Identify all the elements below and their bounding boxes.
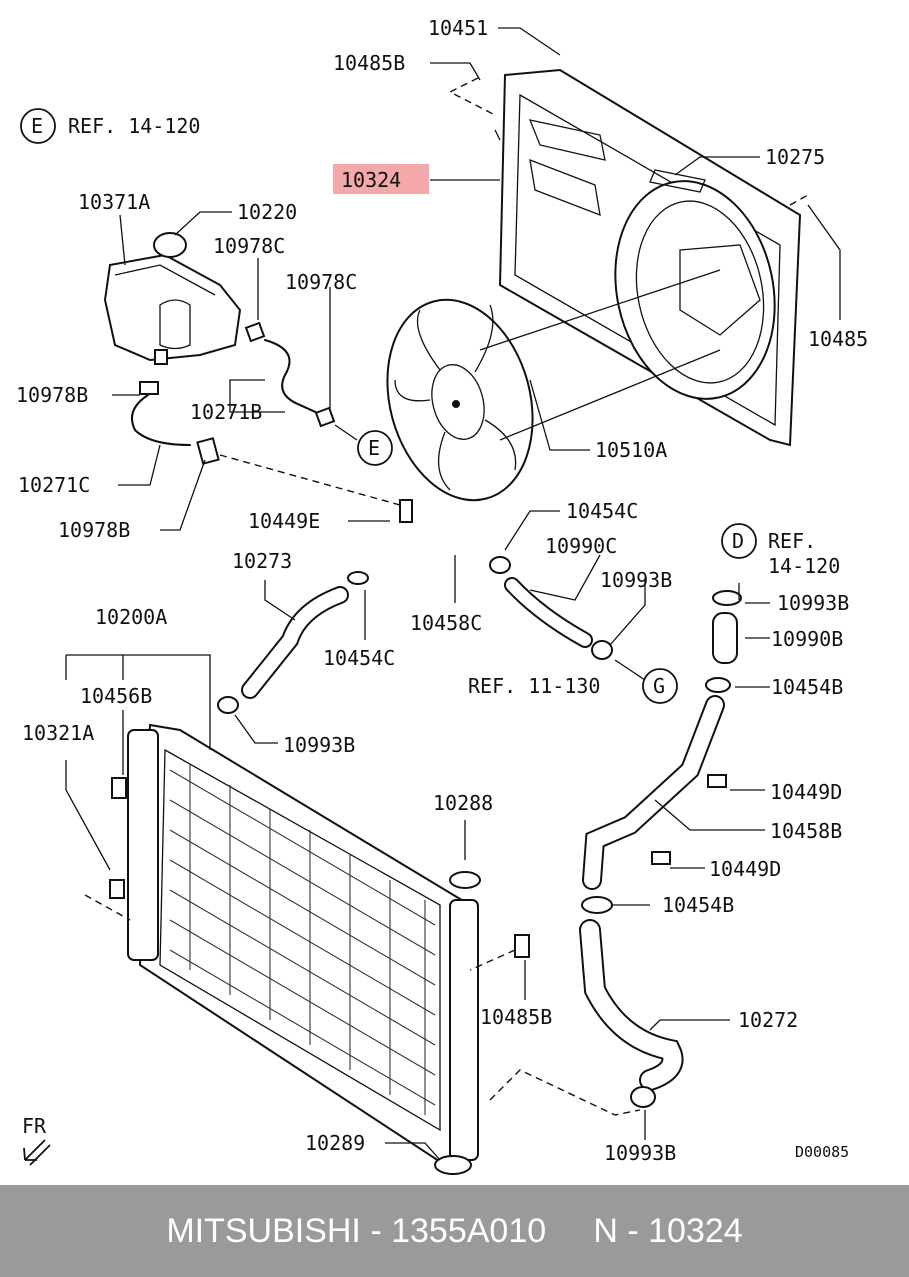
fan-drawing — [386, 269, 721, 502]
part-label[interactable]: 10275 — [765, 145, 825, 169]
ref-circle-e-letter: E — [31, 114, 43, 138]
ref-circle-e-callout-letter: E — [368, 436, 380, 460]
ref-circle-d-letter: D — [732, 529, 744, 553]
part-label[interactable]: 10272 — [738, 1008, 798, 1032]
part-label[interactable]: 10485 — [808, 327, 868, 351]
part-label[interactable]: 10449E — [248, 509, 320, 533]
part-label[interactable]: 10454B — [662, 893, 734, 917]
ref-e-text[interactable]: REF. 14-120 — [68, 114, 200, 138]
part-label[interactable]: 10271B — [190, 400, 262, 424]
hoses-middle — [217, 499, 613, 714]
part-label[interactable]: 10220 — [237, 200, 297, 224]
radiator-drawing — [109, 723, 530, 1175]
ref-circle-g-letter: G — [653, 674, 665, 698]
leader-lines — [65, 27, 841, 1161]
ref-g-text[interactable]: REF. 11-130 — [468, 674, 600, 698]
part-label[interactable]: 10200A — [95, 605, 167, 629]
part-label[interactable]: 10454B — [771, 675, 843, 699]
ref-circle-e-callout[interactable]: E — [357, 430, 393, 466]
part-label[interactable]: 10449D — [709, 857, 781, 881]
ref-circle-d[interactable]: D — [721, 523, 757, 559]
front-arrow-icon — [23, 1139, 51, 1166]
ref-circle-e[interactable]: E — [20, 108, 56, 144]
drawing-code: D00085 — [795, 1143, 849, 1161]
part-label[interactable]: 10456B — [80, 684, 152, 708]
part-label[interactable]: 10990C — [545, 534, 617, 558]
part-label-highlighted[interactable]: 10324 — [341, 168, 401, 192]
part-label[interactable]: 10510A — [595, 438, 667, 462]
part-label[interactable]: 10993B — [600, 568, 672, 592]
part-label[interactable]: 10454C — [566, 499, 638, 523]
part-label[interactable]: 10978C — [285, 270, 357, 294]
part-label[interactable]: 10458C — [410, 611, 482, 635]
part-label[interactable]: 10321A — [22, 721, 94, 745]
part-label[interactable]: 10458B — [770, 819, 842, 843]
parts-diagram: FR — [16, 16, 868, 1175]
part-label[interactable]: 10454C — [323, 646, 395, 670]
part-label[interactable]: 10289 — [305, 1131, 365, 1155]
footer-bar: MITSUBISHI - 1355A010 N - 10324 — [0, 1185, 909, 1277]
part-label[interactable]: 10978B — [58, 518, 130, 542]
hoses-right — [579, 590, 742, 1108]
ref-d-text-line2[interactable]: 14-120 — [768, 554, 840, 578]
reservoir-tank-drawing — [103, 232, 242, 365]
direction-label: FR — [22, 1114, 47, 1138]
part-label[interactable]: 10288 — [433, 791, 493, 815]
part-label[interactable]: 10485B — [480, 1005, 552, 1029]
part-label[interactable]: 10990B — [771, 627, 843, 651]
ref-circle-g[interactable]: G — [642, 668, 678, 704]
part-label[interactable]: 10449D — [770, 780, 842, 804]
part-label[interactable]: 10451 — [428, 16, 488, 40]
highlight-box — [333, 164, 429, 194]
part-label[interactable]: 10993B — [777, 591, 849, 615]
fan-shroud-drawing — [494, 68, 802, 447]
hoses-upper-left — [131, 321, 336, 465]
part-label[interactable]: 10273 — [232, 549, 292, 573]
part-label[interactable]: 10993B — [283, 733, 355, 757]
part-label[interactable]: 10271C — [18, 473, 90, 497]
part-label[interactable]: 10978B — [16, 383, 88, 407]
part-label[interactable]: 10993B — [604, 1141, 676, 1165]
part-label[interactable]: 10978C — [213, 234, 285, 258]
part-label[interactable]: 10371A — [78, 190, 150, 214]
ref-d-text-line1[interactable]: REF. — [768, 529, 816, 553]
part-label[interactable]: 10485B — [333, 51, 405, 75]
footer-text: MITSUBISHI - 1355A010 N - 10324 — [166, 1211, 743, 1250]
